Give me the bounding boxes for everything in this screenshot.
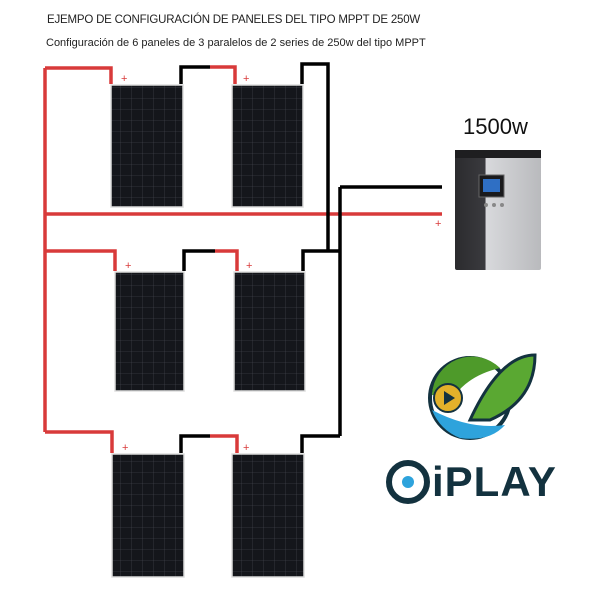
water-wave-icon	[432, 410, 505, 439]
plus-marker: +	[243, 73, 249, 85]
negative-wire-main	[300, 62, 442, 453]
diagram-subtitle: Configuración de 6 paneles de 3 paralelo…	[46, 37, 426, 49]
inverter-power-label: 1500w	[463, 114, 528, 139]
diagram-title: EJEMPO DE CONFIGURACIÓN DE PANELES DEL T…	[47, 14, 421, 26]
inverter-icon	[455, 150, 541, 270]
plus-marker: +	[246, 260, 252, 272]
leaf-icon	[467, 353, 537, 422]
solar-panel	[231, 84, 304, 208]
solar-panel	[111, 453, 185, 578]
solar-panel	[233, 271, 306, 392]
negative-wire-links	[179, 65, 215, 453]
solar-panel	[110, 84, 184, 208]
solar-panel	[231, 453, 305, 578]
plus-marker: +	[125, 260, 131, 272]
solar-panel	[114, 271, 185, 392]
oiplay-logo	[386, 353, 537, 504]
plus-marker: +	[121, 73, 127, 85]
logo-text: iPLAY	[432, 458, 557, 505]
plus-marker: +	[243, 442, 249, 454]
plus-marker: +	[435, 218, 441, 230]
positive-wire-links	[210, 65, 239, 453]
plus-marker: +	[122, 442, 128, 454]
logo-o-mark	[386, 460, 430, 504]
positive-wire-main	[43, 66, 442, 453]
